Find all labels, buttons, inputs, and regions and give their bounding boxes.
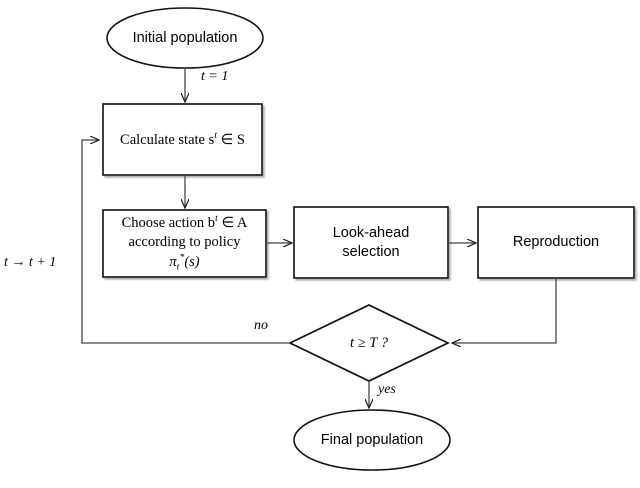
- end-ellipse-shape: [293, 409, 451, 471]
- reproduction-box-shape: [477, 206, 635, 279]
- edge-reproduction-to-decision: [452, 278, 557, 343]
- calculate-state-box-shape: [102, 103, 263, 176]
- look-ahead-box-shape: [293, 206, 449, 279]
- start-ellipse-shape: [106, 7, 264, 69]
- decision-diamond-shape: [288, 304, 450, 382]
- edge-decision-no-feedback: [81, 140, 290, 344]
- choose-action-box-shape: [102, 209, 267, 278]
